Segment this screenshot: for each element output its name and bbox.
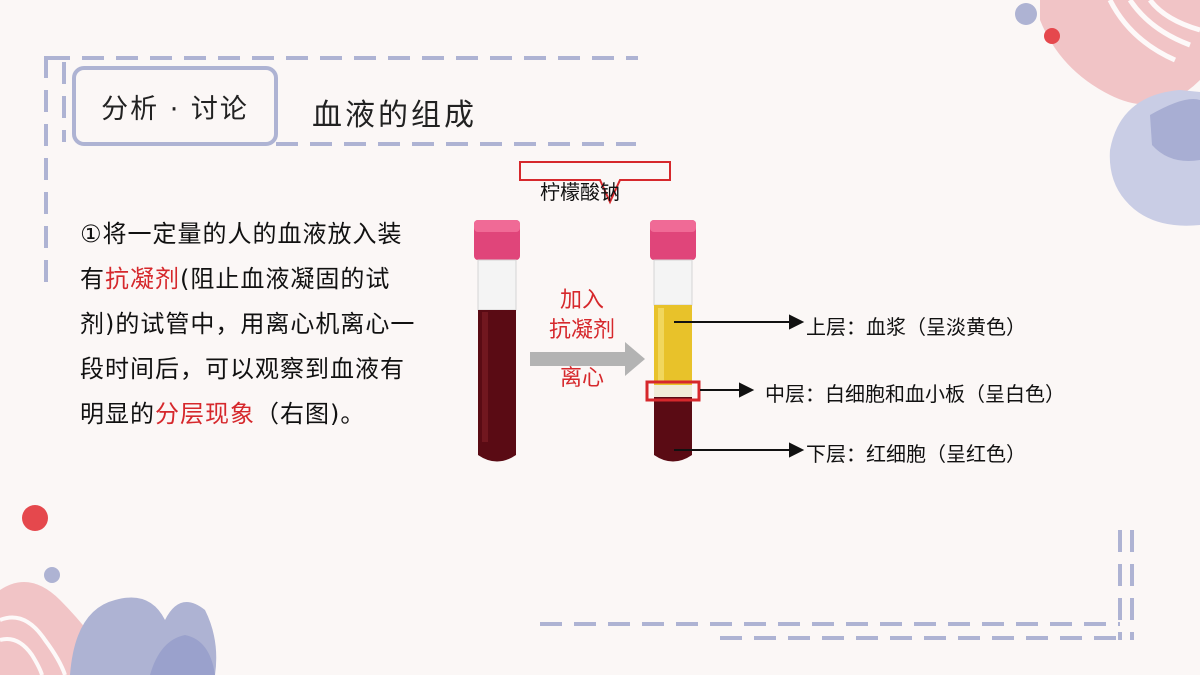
buffy-coat-highlight (645, 380, 701, 402)
tube-separated (650, 220, 696, 462)
frame-dash-top (48, 56, 638, 60)
pink-blob-top-right (1040, 0, 1200, 105)
arrow-label-add: 加入 (559, 288, 604, 313)
page-title: 血液的组成 (312, 98, 477, 133)
sodium-citrate-label: 柠檬酸钠 (540, 180, 620, 204)
section-tag-label: 分析 · 讨论 (101, 93, 249, 125)
term-layering: 分层现象 (155, 400, 255, 428)
frame-dash-bottom (540, 622, 1120, 626)
layer-pointers (674, 314, 805, 458)
curve-lines-top-right (1107, 0, 1200, 63)
frame-dash-right (1118, 530, 1122, 640)
process-arrow (530, 342, 645, 376)
lavender-blob-bottom-left-2 (150, 635, 215, 675)
layer-label-bottom: 下层：红细胞（呈红色） (806, 442, 1026, 466)
term-anticoagulant: 抗凝剂 (105, 265, 180, 293)
label-callout (519, 161, 671, 205)
layer-label-middle: 中层：白细胞和血小板（呈白色） (765, 382, 1065, 406)
layer-label-top: 上层：血浆（呈淡黄色） (806, 315, 1026, 339)
frame-dash-left (44, 56, 48, 286)
paragraph-suffix: （右图)。 (255, 400, 366, 428)
arrow-label-centrifuge: 离心 (559, 366, 604, 391)
frame-dash-header-bottom (276, 142, 636, 146)
dot-lavender-bottom (44, 567, 60, 583)
frame-dash-left-inner (62, 62, 66, 142)
tube-whole-blood (474, 220, 520, 462)
lavender-blob-right-dark (1150, 99, 1200, 161)
section-tag: 分析 · 讨论 (72, 66, 278, 146)
frame-dash-bottom-2 (720, 636, 1120, 640)
paragraph-middle: (阻止血液凝固的试剂)的试管中，用离心机离心一段时间后，可以观察到血液有明显的 (80, 265, 416, 428)
dot-red-bottom (22, 505, 48, 531)
frame-dash-right-2 (1130, 530, 1134, 640)
dot-lavender-top (1015, 3, 1037, 25)
curve-lines-bottom-left (0, 615, 67, 675)
body-paragraph: ①将一定量的人的血液放入装有抗凝剂(阻止血液凝固的试剂)的试管中，用离心机离心一… (80, 212, 425, 437)
paragraph-prefix: ①将一定量的人的血液放入装有 (80, 220, 403, 293)
blood-tubes-figure (474, 161, 805, 462)
arrow-label-anticoagulant: 抗凝剂 (548, 318, 615, 343)
dot-red-top (1044, 28, 1060, 44)
